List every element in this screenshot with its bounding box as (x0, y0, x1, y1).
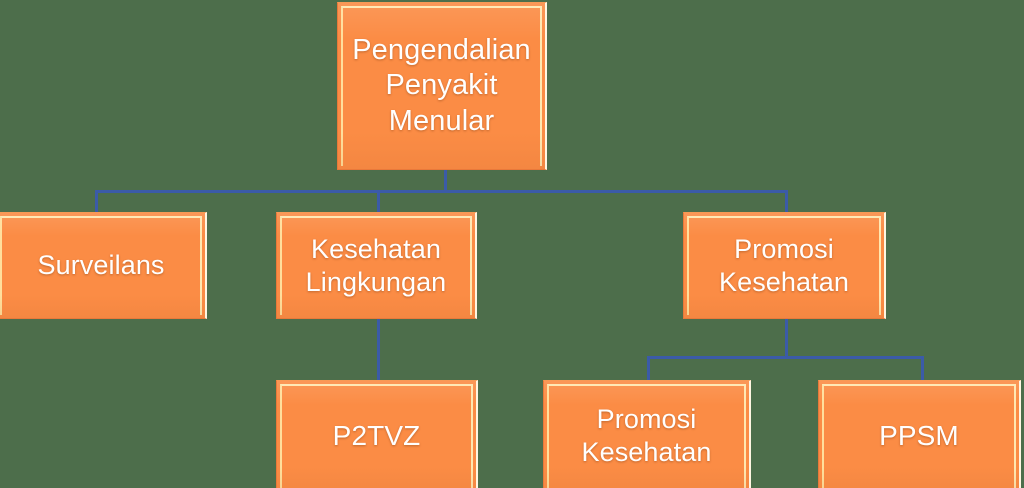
node-label: Surveilans (37, 250, 165, 281)
connector-to-ppsm (921, 356, 924, 382)
connector-root-to-tier1 (444, 170, 447, 193)
node-surveilans[interactable]: Surveilans (0, 212, 207, 319)
node-label: Promosi Kesehatan (718, 233, 849, 297)
node-p2tvz[interactable]: P2TVZ (276, 380, 478, 488)
connector-to-promosi-kesehatan (785, 190, 788, 214)
node-label: Pengendalian Penyakit Menular (352, 33, 531, 137)
node-promosi-kesehatan-sub[interactable]: Promosi Kesehatan (543, 380, 751, 488)
node-kesehatan-lingkungan[interactable]: Kesehatan Lingkungan (276, 212, 477, 319)
connector-promosi-kesehatan-stem (785, 319, 788, 359)
connector-to-kesehatan-lingkungan (377, 190, 380, 214)
node-ppsm[interactable]: PPSM (818, 380, 1021, 488)
node-label: Kesehatan Lingkungan (305, 233, 447, 297)
connector-kesehatan-lingkungan-to-p2tvz (377, 319, 380, 382)
connector-tier2-horizontal-bar (647, 356, 924, 359)
connector-to-promosi-kesehatan-sub (647, 356, 650, 382)
node-label: P2TVZ (332, 419, 421, 451)
connector-to-surveilans (95, 190, 98, 214)
connector-tier1-horizontal-bar (95, 190, 788, 193)
node-pengendalian-penyakit-menular[interactable]: Pengendalian Penyakit Menular (337, 2, 547, 170)
node-promosi-kesehatan[interactable]: Promosi Kesehatan (683, 212, 886, 319)
node-label: Promosi Kesehatan (581, 404, 712, 467)
node-label: PPSM (879, 419, 959, 451)
